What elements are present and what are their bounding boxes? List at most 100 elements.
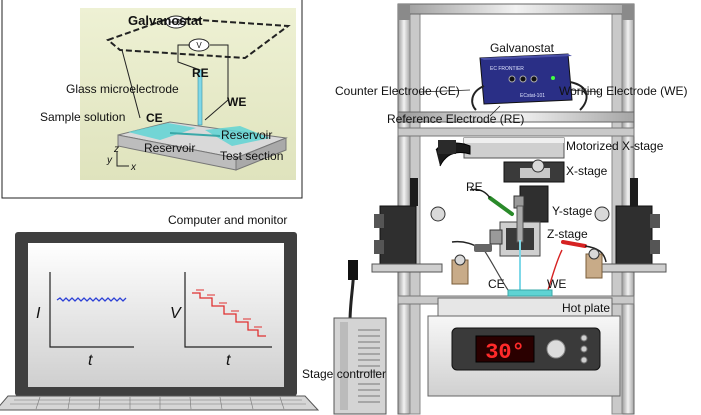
stage-controller: Stage controller [302, 260, 387, 415]
controller-vents [358, 329, 380, 403]
electrode-holder [516, 205, 524, 243]
left-manipulator-dial [430, 206, 446, 222]
axis-y-label: y [106, 155, 113, 166]
stage-assembly: Motorized X-stage X-stage Y-stage Z-stag… [435, 137, 664, 290]
device-indicator-light [551, 76, 555, 80]
inset-ce-label: CE [146, 111, 163, 125]
y-stage-label: Y-stage [552, 204, 593, 218]
corner-block-tr [622, 4, 634, 20]
sample-solution-label: Sample solution [40, 110, 125, 124]
laptop-screen [28, 243, 284, 387]
left-manipulator-arm [371, 263, 443, 273]
counter-electrode-label: Counter Electrode (CE) [335, 84, 460, 98]
computer-title: Computer and monitor [168, 213, 287, 227]
voltage-plot-ylabel: V [170, 305, 182, 322]
keyboard-keys [10, 396, 306, 410]
z-stage-label: Z-stage [547, 227, 588, 241]
current-plot-ylabel: I [36, 305, 41, 322]
device-jack-3 [530, 75, 538, 83]
right-manipulator-body [615, 205, 653, 267]
reservoir-left-label: Reservoir [144, 141, 195, 155]
right-manipulator-knob-2 [650, 240, 660, 254]
we-leader [569, 89, 601, 93]
ce-leader [419, 89, 471, 93]
working-electrode-label: Working Electrode (WE) [559, 84, 687, 98]
electrode-clips: RE CE WE [451, 180, 607, 291]
chip-side [235, 137, 287, 171]
motorized-x-stage-label: Motorized X-stage [566, 139, 664, 153]
axes-glyph [116, 152, 129, 167]
reference-electrode-label: Reference Electrode (RE) [387, 112, 524, 126]
inset-re-label: RE [192, 66, 209, 80]
hot-plate-button-1 [580, 334, 588, 342]
glass-microelectrode [197, 69, 203, 126]
we-lead [547, 249, 563, 291]
ce-clip [474, 244, 492, 252]
right-manipulator-arm [595, 263, 667, 273]
temperature-knob [546, 339, 566, 359]
current-trace [56, 297, 127, 302]
x-stage-label: X-stage [566, 164, 608, 178]
ce-lead [483, 249, 509, 291]
inset-we-label: WE [227, 95, 246, 109]
laptop: Computer and monitor I t V t [0, 213, 320, 411]
re-leader [489, 105, 501, 117]
we-clip-wire [584, 245, 607, 263]
reservoir-right-label: Reservoir [221, 128, 272, 142]
we-label: WE [547, 277, 566, 291]
stage-controller-label: Stage controller [302, 367, 386, 381]
inset-frame [1, 0, 303, 199]
mid-bar-lower [397, 127, 635, 137]
axis-z-label: z [113, 144, 119, 155]
device-brand-text: EC FRONTIER [490, 66, 524, 72]
axis-x-label: x [130, 162, 137, 173]
right-holder-screw [588, 248, 600, 260]
voltage-trace [192, 292, 266, 337]
x-stage-plate [520, 168, 550, 178]
controller-connector [348, 260, 358, 280]
reservoir-right-solution [205, 126, 270, 146]
voltage-plot-xlabel: t [226, 352, 231, 369]
hot-plate-button-2 [580, 345, 588, 353]
right-manipulator-post [630, 178, 638, 206]
device-model-text: ECstat-101 [520, 93, 545, 99]
we-wire [204, 44, 229, 121]
re-clip [488, 196, 514, 216]
voltage-plot: V t [170, 272, 272, 369]
right-manipulator-knob-1 [650, 214, 660, 228]
reservoir-left-solution [128, 123, 196, 140]
left-manipulator-knob-2 [374, 240, 384, 254]
left-manipulator-post [410, 178, 418, 206]
galvanostat-panel-top [480, 54, 572, 60]
arrow-icon [170, 18, 183, 26]
voltage-plot-axes [184, 272, 272, 348]
hot-plate-button-3 [580, 356, 588, 364]
current-plot: I t [36, 272, 134, 369]
ce-label: CE [488, 277, 505, 291]
motorized-x-stage-top [464, 138, 564, 143]
left-manipulator-body [379, 205, 417, 267]
laptop-base [0, 395, 320, 411]
current-plot-axes [49, 272, 134, 348]
temperature-display [475, 335, 535, 363]
controller-front [340, 322, 348, 410]
re-clip-wire [469, 188, 491, 199]
left-manipulator [371, 178, 469, 285]
top-bar [397, 3, 635, 15]
test-section-channel [169, 132, 221, 137]
voltage-steps [196, 289, 262, 328]
right-manipulator-dial [594, 206, 610, 222]
mid-bar [397, 111, 635, 123]
inset-schematic: V Galvanostat RE WE CE Glass microelectr… [1, 0, 303, 199]
re-label: RE [466, 180, 483, 194]
galvanostat-device: EC FRONTIER ECstat-101 Galvanostat Count… [335, 41, 687, 126]
device-jack-1 [508, 75, 516, 83]
y-stage-body [519, 185, 549, 223]
ce-cable [471, 85, 485, 111]
z-stage-knob [489, 229, 503, 245]
corner-block-tl [398, 4, 410, 20]
we-cable [569, 81, 588, 111]
hot-plate-label: Hot plate [562, 301, 610, 315]
ce-wire [121, 49, 141, 119]
